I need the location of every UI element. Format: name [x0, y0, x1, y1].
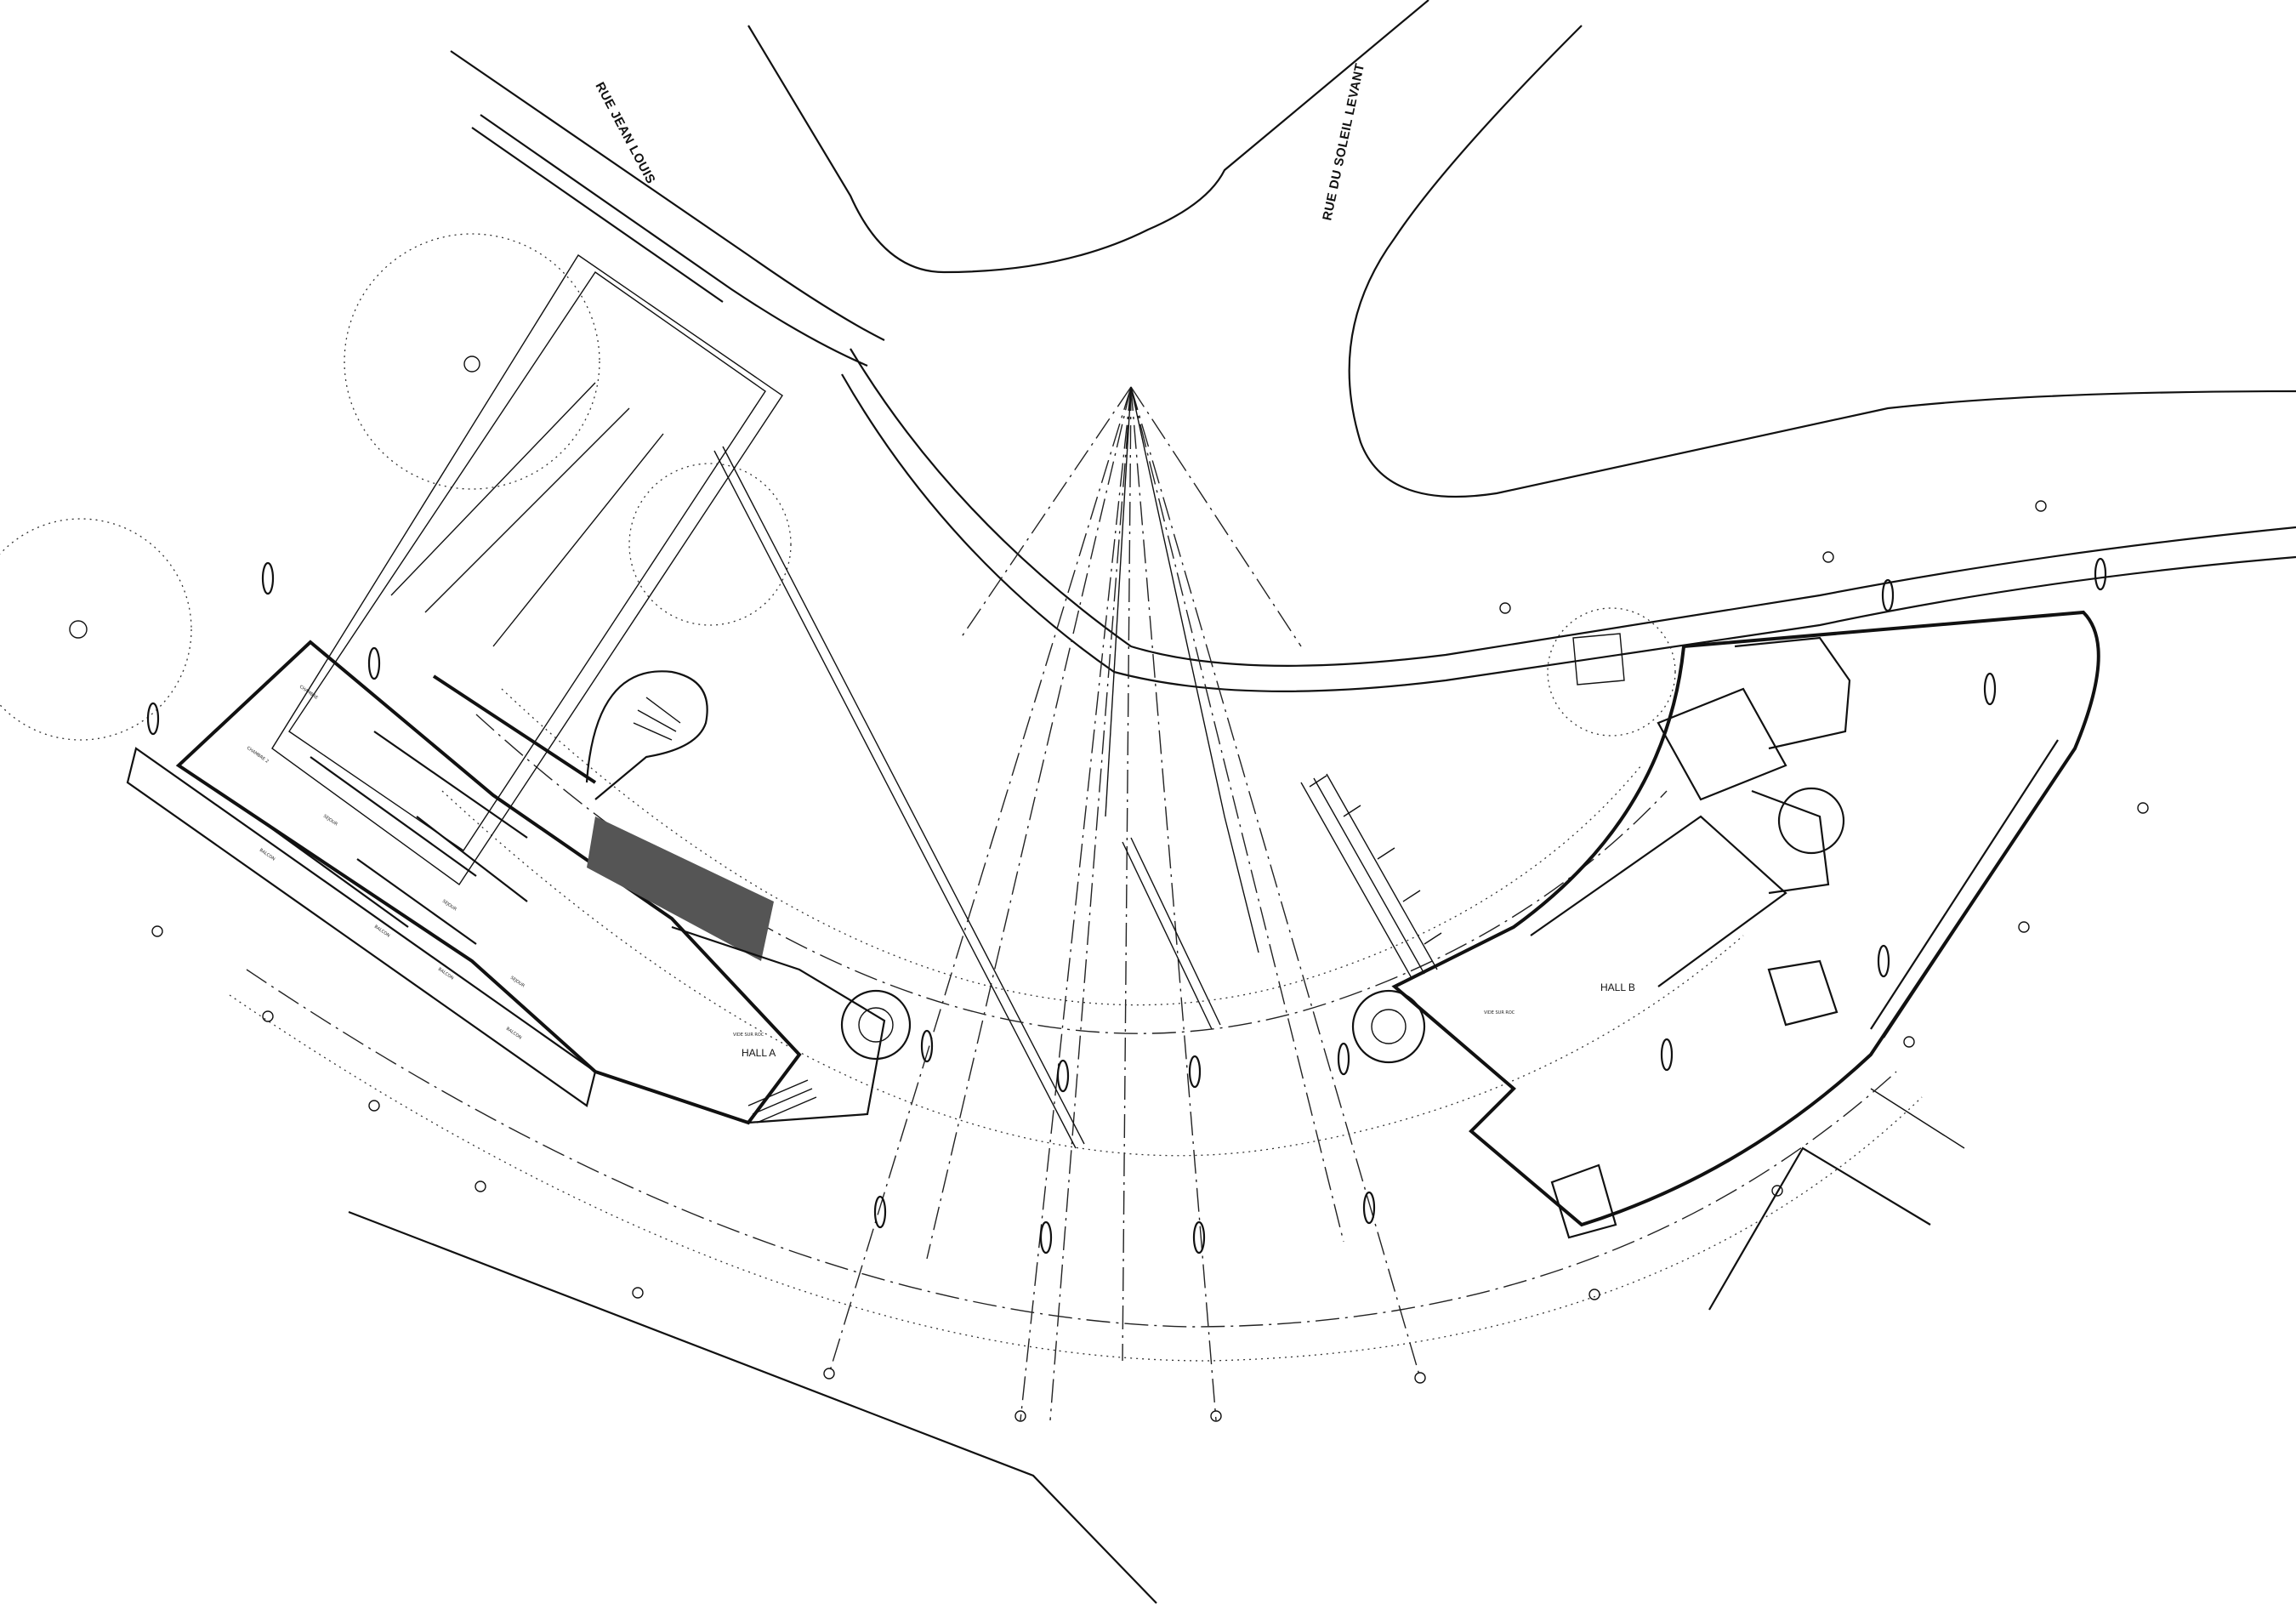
light-markers	[146, 557, 2107, 1254]
tree-canopy	[628, 463, 792, 626]
building-b-labels: VIDE SUR ROC HALL B	[1484, 981, 1635, 1015]
vide-sur-roc-label: VIDE SUR ROC	[733, 1033, 764, 1038]
arc-paths	[229, 688, 1923, 1362]
tree-canopy	[1547, 607, 1676, 737]
lamp-post-marker	[368, 1100, 380, 1112]
building-a	[126, 254, 912, 1125]
lamp-posts	[151, 500, 2149, 1422]
lamp-post-marker	[2018, 921, 2030, 933]
tree-canopy	[0, 518, 192, 741]
lamp-post-marker	[632, 1287, 644, 1299]
lamp-post-marker	[2035, 500, 2047, 512]
room-label: BALCON	[259, 848, 276, 862]
lamp-post-marker	[1210, 1410, 1222, 1422]
lamp-post-marker	[151, 925, 163, 937]
lamp-post-marker	[475, 1180, 486, 1192]
tree-canopy	[344, 233, 600, 490]
cable-lines	[713, 446, 1221, 1149]
room-label: CHAMBRE 2	[246, 746, 270, 765]
vide-sur-roc-label: VIDE SUR ROC	[1484, 1010, 1515, 1015]
radial-axes	[828, 386, 1421, 1421]
lamp-post-marker	[262, 1010, 274, 1022]
lamp-post-marker	[823, 1368, 835, 1380]
room-label: BALCON	[505, 1027, 523, 1041]
spiral-stair	[1351, 989, 1426, 1064]
room-label: SEJOUR	[509, 976, 526, 989]
hall-a-label: HALL A	[742, 1047, 776, 1059]
lamp-post-marker	[1499, 602, 1511, 614]
tree-trunk	[463, 356, 480, 373]
building-b	[1300, 610, 2100, 1239]
hatched-terrace	[587, 816, 774, 961]
trees	[0, 233, 1676, 741]
hall-b-label: HALL B	[1600, 981, 1635, 993]
road-edges	[348, 0, 2296, 1604]
street-label-rue-du-soleil-levant: RUE DU SOLEIL LEVANT	[1320, 62, 1367, 222]
lamp-post-marker	[2137, 802, 2149, 814]
lamp-post-marker	[1588, 1289, 1600, 1300]
lamp-post-marker	[1414, 1372, 1426, 1384]
spiral-stair	[840, 989, 912, 1061]
tree-trunk	[69, 620, 88, 639]
room-label: SEJOUR	[441, 899, 457, 913]
spiral-stair	[1777, 787, 1845, 855]
lamp-post-marker	[1771, 1185, 1783, 1197]
lamp-post-marker	[1822, 551, 1834, 563]
room-label: SEJOUR	[322, 814, 338, 828]
lamp-post-marker	[1014, 1410, 1026, 1422]
room-label: BALCON	[437, 967, 455, 981]
lamp-post-marker	[1903, 1036, 1915, 1048]
